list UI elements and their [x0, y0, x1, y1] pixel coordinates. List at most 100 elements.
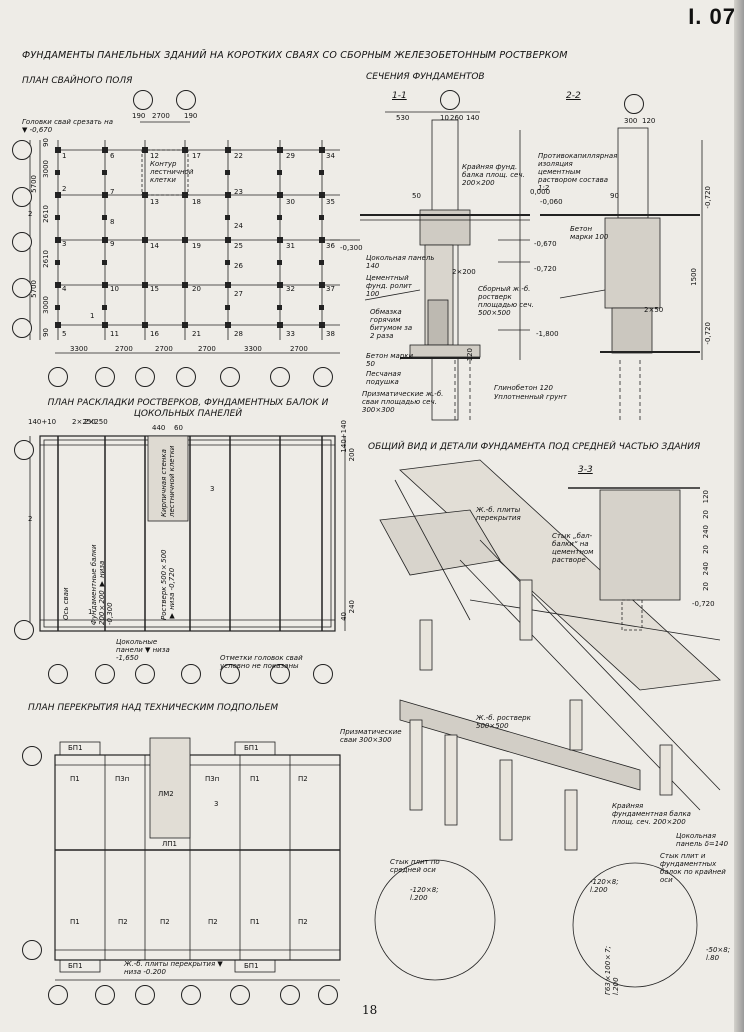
pile-number: 25	[234, 242, 243, 250]
level-mark: -0,720	[704, 322, 712, 345]
slab-label: ЛП1	[162, 840, 177, 848]
pile-left-dim: 2610	[42, 205, 50, 223]
pile-number: 3	[62, 240, 67, 248]
pile-plan-title: План свайного поля	[22, 76, 133, 86]
sand-cushion-label: Песчаная подушка	[366, 370, 401, 386]
pile-number: 7	[110, 188, 115, 196]
axis-bubble	[135, 367, 155, 387]
cement-floor-label: Цементный фунд. ролит 100	[366, 274, 412, 298]
slab-label: П2	[160, 918, 170, 926]
pile-number: 37	[326, 285, 335, 293]
section-dim: 10	[440, 114, 449, 122]
pile-number: 17	[192, 152, 201, 160]
section-misc-dim: 120	[466, 348, 474, 362]
pile-number: 12	[150, 152, 159, 160]
axis-bubble	[12, 140, 32, 160]
slab-label: БП1	[68, 744, 83, 752]
grillage-label: Ростверк 500×500 ▼ низа -0,720	[160, 549, 176, 620]
joint-edge-label: Стык плит и фундаментных балок по крайне…	[660, 852, 726, 884]
slab-label: П1	[250, 775, 260, 783]
edge-beam-label: Крайняя фундаментная балка площ. сеч. 20…	[612, 802, 691, 826]
detail-dim: 20	[702, 582, 710, 591]
pile-number: 10	[110, 285, 119, 293]
pile-axis-label: Ось сваи	[62, 587, 70, 620]
section-misc-dim: 90	[610, 192, 619, 200]
axis-bubble	[12, 187, 32, 207]
compacted-soil-label: Уплотненный грунт	[494, 393, 567, 401]
axis-bubble	[95, 664, 115, 684]
pile-number: 6	[110, 152, 115, 160]
pile-left-dim: 3000	[42, 160, 50, 178]
pile-number: 26	[234, 262, 243, 270]
cut-mark: 1	[88, 608, 93, 616]
grillage-side-dim: 140+140	[340, 420, 348, 453]
pile-bottom-dim: 2700	[290, 345, 308, 353]
pile-bottom-dim: 2700	[115, 345, 133, 353]
pile-number: 20	[192, 285, 201, 293]
bitumen-coating: Обмазка горячим битумом за 2 раза	[370, 308, 413, 340]
axis-bubble	[181, 664, 201, 684]
pile-number: 34	[326, 152, 335, 160]
detail-level: -0,720	[692, 600, 715, 608]
axis-bubble	[12, 232, 32, 252]
pile-number: 11	[110, 330, 119, 338]
section-dim: 300	[624, 117, 638, 125]
pile-number: 18	[192, 198, 201, 206]
axis-bubble	[48, 367, 68, 387]
prism-piles-label: Призматические ж.-б. сваи площадью сеч. …	[362, 390, 444, 414]
level-mark: -1,800	[536, 330, 559, 338]
cut-mark: 2	[28, 210, 33, 218]
axis-bubble	[280, 985, 300, 1005]
axis-bubble	[95, 985, 115, 1005]
plate-label: -120×8; l.200	[410, 886, 439, 902]
section-misc-dim: 50	[412, 192, 421, 200]
axis-bubble	[176, 90, 196, 110]
pile-number: 28	[234, 330, 243, 338]
detail-dim: 20	[702, 545, 710, 554]
plate-label: -120×8; l.200	[590, 878, 619, 894]
grillage-dim: 140+10	[28, 418, 57, 426]
pile-number: 27	[234, 290, 243, 298]
axis-bubble	[313, 664, 333, 684]
grillage-note: Сборный ж.-б. ростверк площадью сеч. 500…	[478, 285, 534, 317]
pile-heads-note: Отметки головок свай условно не показаны	[220, 654, 303, 670]
joint-note: Стык „бал-балки“ на цементном растворе	[552, 532, 594, 564]
iso-piles-label: Призматические сваи 300×300	[340, 728, 402, 744]
concrete-note: Бетон марки 100	[570, 225, 609, 241]
sheet-code: I. 07	[688, 4, 736, 29]
joint-middle-label: Стык плит по средней оси	[390, 858, 440, 874]
grillage-plan-title: План раскладки ростверков, фундаментных …	[47, 398, 329, 419]
level-mark: 0,000	[530, 188, 551, 196]
pile-number: 23	[234, 188, 243, 196]
section-dim: 260	[450, 114, 464, 122]
axis-bubble	[181, 985, 201, 1005]
sections-title: Сечения фундаментов	[366, 72, 485, 82]
floor-plan-title: План перекрытия над техническим подполье…	[28, 703, 279, 713]
pile-top-dim: 2700	[152, 112, 170, 120]
axis-bubble	[22, 940, 42, 960]
pile-number: 35	[326, 198, 335, 206]
slab-label: П1	[70, 775, 80, 783]
grillage-side-dim: 200	[348, 448, 356, 462]
axis-bubble	[624, 94, 644, 114]
plate-label: Г63×100×7; l.200	[604, 946, 620, 995]
level-mark: -0,300	[340, 244, 363, 252]
section-mark-1-1: 1-1	[392, 91, 407, 101]
detail-dim: 120	[702, 490, 710, 504]
axis-bubble	[14, 440, 34, 460]
axis-bubble	[135, 985, 155, 1005]
stair-contour-note: Контур лестничной клетки	[150, 160, 194, 184]
axis-bubble	[220, 367, 240, 387]
floor-slab-note: Ж.-б. плиты перекрытия ▼ низа -0.200	[124, 960, 223, 976]
page-number: 18	[362, 1003, 378, 1017]
detail-dim: 240	[702, 525, 710, 539]
pile-bottom-dim: 2700	[155, 345, 173, 353]
pile-top-dim: 190	[184, 112, 198, 120]
section-misc-dim: 2×200	[452, 268, 476, 276]
slab-label: П1	[250, 918, 260, 926]
slab-label: П2	[118, 918, 128, 926]
pile-number: 38	[326, 330, 335, 338]
slab-label: П2	[208, 918, 218, 926]
